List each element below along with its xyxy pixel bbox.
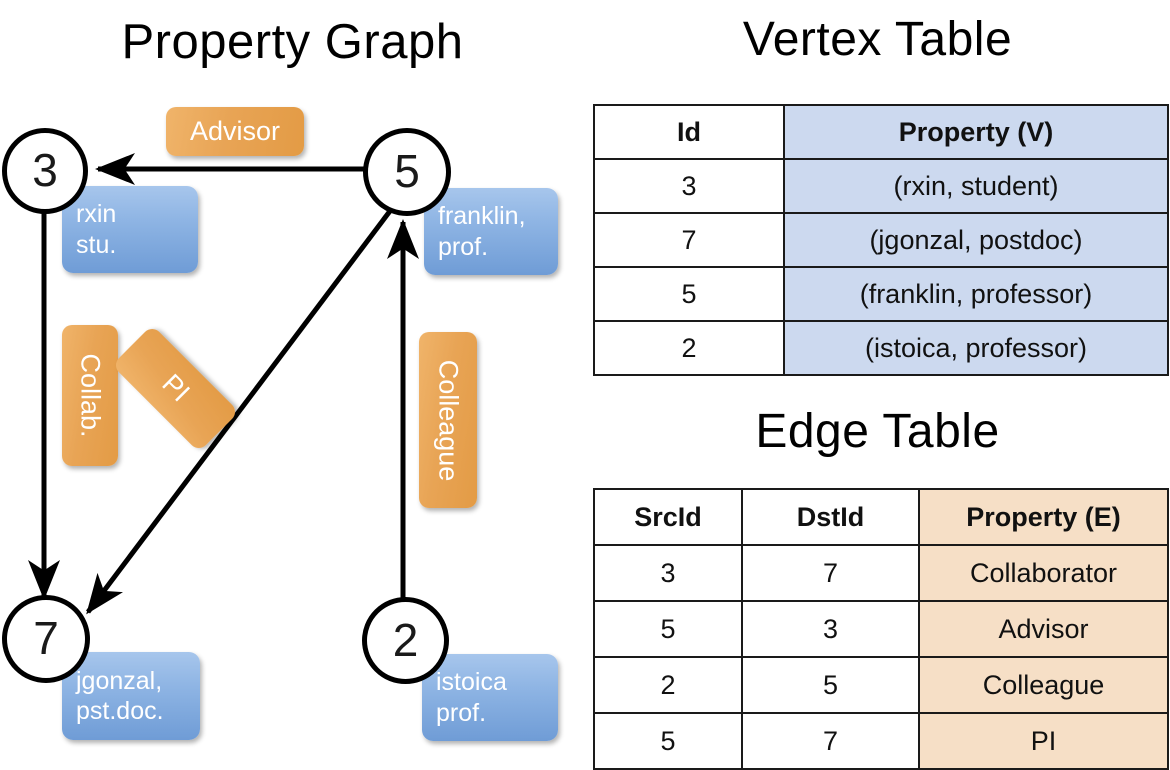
- edge-label-collab-text: Collab.: [75, 353, 106, 438]
- edge-5-7: [86, 205, 395, 615]
- vertex-row-3-property: (istoica, professor): [783, 320, 1169, 376]
- graph-node-5: 5: [363, 128, 451, 216]
- property-graph-diagram: Advisor Collab. PI Colleague rxin stu. f…: [0, 0, 585, 760]
- edge-label-colleague: Colleague: [419, 332, 477, 508]
- vertex-property-box-2-line2: prof.: [436, 698, 487, 727]
- table-row: 2 (istoica, professor): [593, 320, 1169, 376]
- graph-node-7: 7: [2, 595, 90, 683]
- table-row: 3 7 Collaborator: [593, 544, 1169, 602]
- table-row: 3 (rxin, student): [593, 158, 1169, 214]
- property-graph-title: Property Graph: [121, 15, 464, 69]
- vertex-table-header-id: Id: [593, 104, 785, 160]
- edge-table-header-srcid: SrcId: [593, 488, 743, 546]
- vertex-row-0-id: 3: [593, 158, 785, 214]
- vertex-property-box-2: istoica prof.: [422, 654, 558, 741]
- vertex-property-box-7: jgonzal, pst.doc.: [62, 652, 200, 740]
- table-row: 2 5 Colleague: [593, 656, 1169, 714]
- graph-node-3-label: 3: [32, 144, 58, 196]
- table-row: 7 (jgonzal, postdoc): [593, 212, 1169, 268]
- edge-row-0-property: Collaborator: [918, 544, 1169, 602]
- graph-node-7-label: 7: [33, 612, 59, 664]
- vertex-table-header-row: Id Property (V): [593, 104, 1169, 160]
- vertex-table-title: Vertex Table: [742, 13, 1013, 66]
- vertex-property-box-3-line2: stu.: [76, 230, 117, 259]
- vertex-row-1-property: (jgonzal, postdoc): [783, 212, 1169, 268]
- edge-row-1-src: 5: [593, 600, 743, 658]
- edge-table-header-property: Property (E): [918, 488, 1169, 546]
- edge-row-2-property: Colleague: [918, 656, 1169, 714]
- graph-node-2: 2: [362, 597, 449, 684]
- vertex-property-box-3-line1: rxin: [76, 200, 117, 228]
- vertex-table-header-property: Property (V): [783, 104, 1169, 160]
- edge-row-0-src: 3: [593, 544, 743, 602]
- vertex-row-2-property: (franklin, professor): [783, 266, 1169, 322]
- edge-row-1-property: Advisor: [918, 600, 1169, 658]
- edge-row-1-dst: 3: [741, 600, 920, 658]
- table-row: 5 7 PI: [593, 712, 1169, 770]
- edge-table-header-dstid: DstId: [741, 488, 920, 546]
- vertex-property-box-5: franklin, prof.: [424, 188, 558, 275]
- table-row: 5 3 Advisor: [593, 600, 1169, 658]
- edge-row-3-property: PI: [918, 712, 1169, 770]
- graph-node-3: 3: [2, 128, 88, 214]
- vertex-property-box-7-line2: pst.doc.: [76, 697, 164, 725]
- edge-row-2-dst: 5: [741, 656, 920, 714]
- vertex-row-0-property: (rxin, student): [783, 158, 1169, 214]
- edge-label-pi-text: PI: [156, 368, 196, 408]
- vertex-row-1-id: 7: [593, 212, 785, 268]
- vertex-property-box-5-line1: franklin,: [438, 202, 526, 230]
- edge-label-advisor: Advisor: [166, 107, 304, 156]
- edge-table-title: Edge Table: [755, 405, 1000, 458]
- edge-label-colleague-text: Colleague: [433, 359, 464, 481]
- edge-table: SrcId DstId Property (E) 3 7 Collaborato…: [593, 488, 1169, 770]
- edge-label-advisor-text: Advisor: [189, 116, 281, 146]
- edge-label-collab: Collab.: [62, 325, 118, 466]
- table-row: 5 (franklin, professor): [593, 266, 1169, 322]
- graph-node-2-label: 2: [392, 613, 419, 666]
- edge-row-3-src: 5: [593, 712, 743, 770]
- vertex-row-2-id: 5: [593, 266, 785, 322]
- graph-node-5-label: 5: [394, 145, 420, 197]
- vertex-table: Id Property (V) 3 (rxin, student) 7 (jgo…: [593, 104, 1169, 376]
- graph-edges-svg: [28, 153, 419, 615]
- vertex-row-3-id: 2: [593, 320, 785, 376]
- vertex-property-box-5-line2: prof.: [438, 232, 489, 261]
- edge-row-2-src: 2: [593, 656, 743, 714]
- edge-row-0-dst: 7: [741, 544, 920, 602]
- edge-row-3-dst: 7: [741, 712, 920, 770]
- vertex-property-box-3: rxin stu.: [62, 186, 198, 273]
- vertex-property-box-7-line1: jgonzal,: [76, 666, 163, 695]
- edge-table-header-row: SrcId DstId Property (E): [593, 488, 1169, 546]
- vertex-property-box-2-line1: istoica: [436, 668, 507, 696]
